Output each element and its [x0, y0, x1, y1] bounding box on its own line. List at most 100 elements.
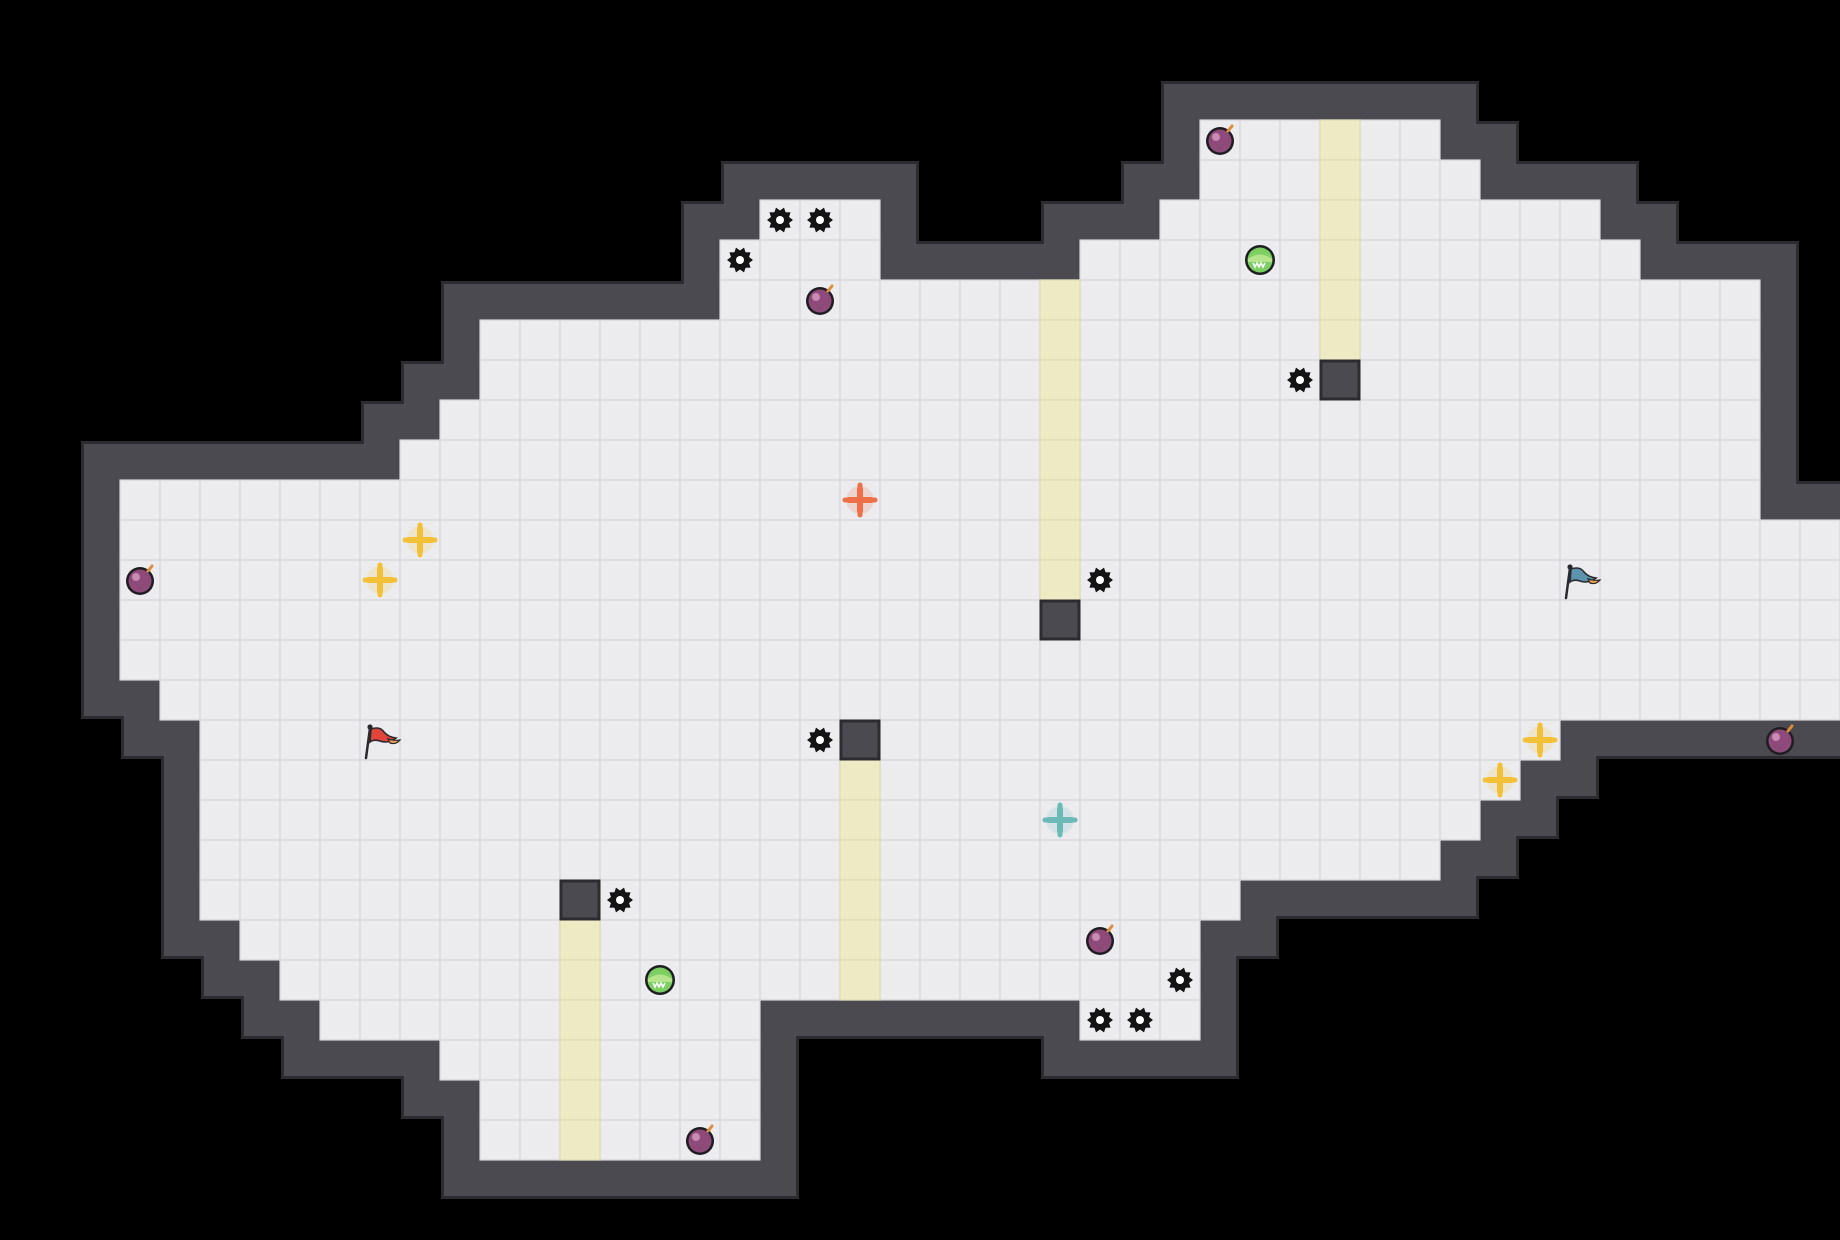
floor-tile	[1239, 719, 1281, 761]
floor-tile	[1599, 399, 1641, 441]
floor-tile	[919, 679, 961, 721]
floor-tile	[319, 519, 361, 561]
floor-tile	[1039, 639, 1081, 681]
floor-tile	[1759, 679, 1801, 721]
floor-tile	[1599, 319, 1641, 361]
floor-tile	[719, 279, 761, 321]
floor-tile	[759, 759, 801, 801]
floor-tile	[239, 679, 281, 721]
floor-tile	[159, 559, 201, 601]
floor-tile	[479, 399, 521, 441]
floor-tile	[1719, 359, 1761, 401]
floor-tile	[1479, 679, 1521, 721]
floor-tile	[1519, 359, 1561, 401]
floor-tile	[1239, 439, 1281, 481]
floor-tile	[999, 479, 1041, 521]
floor-tile	[1519, 639, 1561, 681]
floor-tile	[1079, 679, 1121, 721]
floor-tile	[359, 639, 401, 681]
floor-tile	[439, 399, 481, 441]
floor-tile	[439, 679, 481, 721]
floor-tile	[1079, 399, 1121, 441]
floor-tile	[1239, 199, 1281, 241]
floor-tile	[759, 639, 801, 681]
floor-tile	[1119, 359, 1161, 401]
floor-tile	[1279, 519, 1321, 561]
floor-tile	[1359, 519, 1401, 561]
floor-tile	[519, 719, 561, 761]
floor-tile	[439, 519, 481, 561]
floor-tile	[999, 679, 1041, 721]
floor-tile	[679, 799, 721, 841]
floor-tile	[1239, 679, 1281, 721]
floor-tile	[679, 1039, 721, 1081]
floor-tile	[1799, 519, 1840, 561]
bomb-icon	[1206, 124, 1234, 155]
floor-tile	[399, 999, 441, 1041]
floor-tile	[1479, 719, 1521, 761]
floor-tile	[599, 679, 641, 721]
floor-tile	[519, 759, 561, 801]
floor-tile	[479, 639, 521, 681]
floor-tile	[1319, 479, 1361, 521]
floor-tile	[479, 559, 521, 601]
floor-tile	[1279, 119, 1321, 161]
floor-tile	[919, 959, 961, 1001]
floor-tile	[599, 959, 641, 1001]
green-orb-icon	[1245, 245, 1275, 275]
floor-tile	[1119, 239, 1161, 281]
floor-tile	[1559, 599, 1601, 641]
floor-tile	[799, 359, 841, 401]
floor-tile	[759, 839, 801, 881]
floor-tile	[1399, 199, 1441, 241]
tall-grass-tile	[1319, 199, 1361, 241]
floor-tile	[599, 559, 641, 601]
floor-tile	[679, 959, 721, 1001]
floor-tile	[1239, 639, 1281, 681]
floor-tile	[719, 679, 761, 721]
floor-tile	[479, 839, 521, 881]
floor-tile	[1119, 279, 1161, 321]
floor-tile	[1239, 559, 1281, 601]
floor-tile	[1399, 639, 1441, 681]
floor-tile	[159, 639, 201, 681]
floor-tile	[1359, 719, 1401, 761]
floor-tile	[479, 479, 521, 521]
floor-tile	[759, 959, 801, 1001]
floor-tile	[839, 399, 881, 441]
floor-tile	[959, 839, 1001, 881]
floor-tile	[1799, 679, 1840, 721]
floor-tile	[1679, 479, 1721, 521]
floor-tile	[1159, 239, 1201, 281]
floor-tile	[359, 679, 401, 721]
floor-tile	[1519, 319, 1561, 361]
floor-tile	[439, 879, 481, 921]
floor-tile	[799, 319, 841, 361]
floor-tile	[1239, 279, 1281, 321]
floor-tile	[599, 399, 641, 441]
floor-tile	[519, 799, 561, 841]
floor-tile	[1799, 639, 1840, 681]
floor-tile	[119, 639, 161, 681]
floor-tile	[1279, 759, 1321, 801]
floor-tile	[919, 319, 961, 361]
floor-tile	[1159, 599, 1201, 641]
floor-tile	[919, 639, 961, 681]
floor-tile	[239, 799, 281, 841]
floor-tile	[1159, 719, 1201, 761]
floor-tile	[639, 919, 681, 961]
floor-tile	[359, 999, 401, 1041]
floor-tile	[559, 639, 601, 681]
floor-tile	[879, 439, 921, 481]
floor-tile	[1439, 519, 1481, 561]
floor-tile	[1199, 639, 1241, 681]
floor-tile	[1279, 679, 1321, 721]
floor-tile	[799, 919, 841, 961]
floor-tile	[399, 599, 441, 641]
gear-icon	[1087, 1007, 1113, 1033]
floor-tile	[1639, 559, 1681, 601]
floor-tile	[1559, 199, 1601, 241]
floor-tile	[519, 959, 561, 1001]
floor-tile	[1479, 599, 1521, 641]
floor-tile	[319, 759, 361, 801]
